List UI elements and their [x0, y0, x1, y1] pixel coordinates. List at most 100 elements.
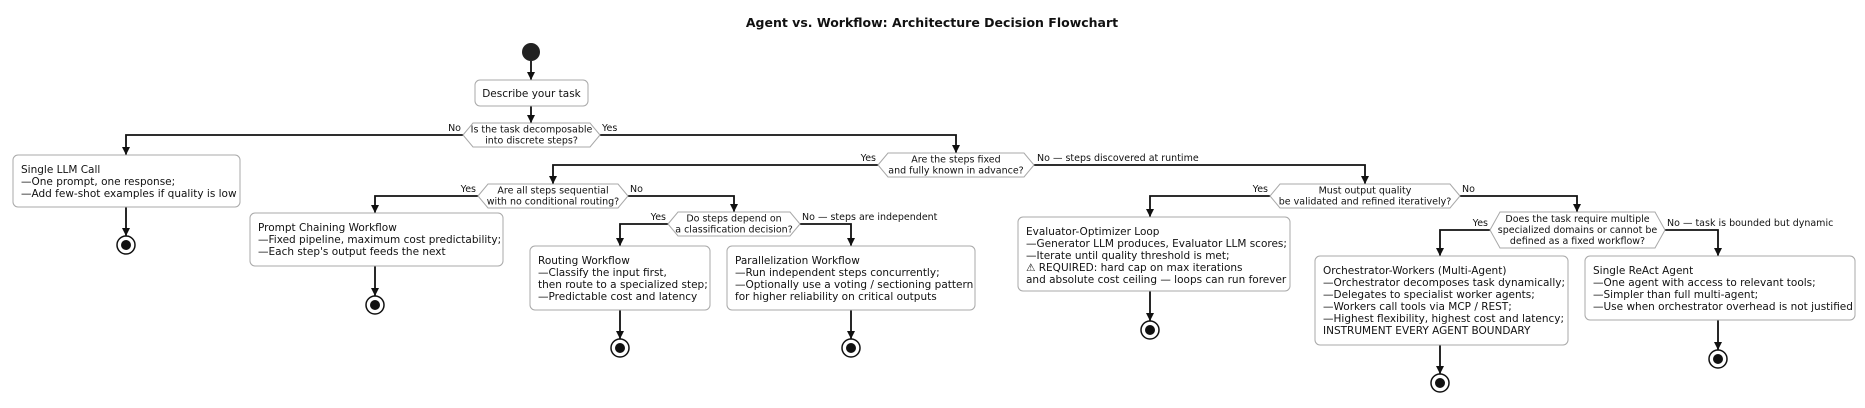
- edge-d2-yes-arrowhead: [549, 176, 557, 184]
- edge-d3-yes: [371, 195, 478, 213]
- node-evaluator-optimizer-text: Evaluator-Optimizer Loop: [1026, 226, 1160, 238]
- edge-d1-yes: [600, 134, 960, 153]
- node-describe-task: Describe your task: [474, 79, 589, 107]
- decision-multiple-domains: Does the task require multiplespecialize…: [1489, 211, 1666, 249]
- decision-decomposable-text: Is the task decomposable: [471, 125, 593, 136]
- decision-sequential-shape: [477, 183, 629, 209]
- node-routing-workflow-text: —Classify the input first,: [538, 267, 667, 279]
- decision-quality-refined-text: be validated and refined iteratively?: [1279, 197, 1452, 208]
- decision-classification-text: a classification decision?: [675, 225, 793, 236]
- node-parallelization: Parallelization Workflow—Run independent…: [726, 245, 976, 311]
- end-node-dot: [370, 300, 380, 310]
- decision-quality-refined-text: Must output quality: [1319, 186, 1412, 197]
- edge-d4-no-line: [800, 223, 852, 246]
- node-single-react-agent-text: —Use when orchestrator overhead is not j…: [1593, 301, 1853, 313]
- node-parallelization-text: —Optionally use a voting / sectioning pa…: [735, 279, 973, 291]
- edge-prompt-chain-end-arrowhead: [371, 288, 379, 296]
- edge-describe-d1: [527, 106, 535, 123]
- edge-label-d4-no: No — steps are independent: [802, 212, 938, 223]
- decision-steps-fixed-text: Are the steps fixed: [911, 155, 1000, 166]
- edge-routing-end-arrowhead: [616, 331, 624, 339]
- edge-describe-d1-arrowhead: [527, 115, 535, 123]
- node-prompt-chaining-text: —Each step's output feeds the next: [258, 246, 446, 258]
- edge-d2-yes-line: [552, 164, 878, 184]
- end-node: [841, 338, 861, 358]
- node-orchestrator-workers-text: Orchestrator-Workers (Multi-Agent): [1323, 265, 1506, 277]
- diagram-title: Agent vs. Workflow: Architecture Decisio…: [746, 15, 1118, 30]
- decision-classification-text: Do steps depend on: [686, 214, 781, 225]
- end-node: [1708, 349, 1728, 369]
- decision-sequential-text: with no conditional routing?: [487, 197, 619, 208]
- decision-multiple-domains-text: specialized domains or cannot be: [1498, 225, 1658, 236]
- node-orchestrator-workers: Orchestrator-Workers (Multi-Agent)—Orche…: [1314, 255, 1569, 346]
- node-orchestrator-workers-text: —Orchestrator decomposes task dynamicall…: [1323, 277, 1565, 289]
- end-node-dot: [121, 240, 131, 250]
- decision-multiple-domains-text: defined as a fixed workflow?: [1510, 236, 1645, 247]
- edge-label-d6-no: No — task is bounded but dynamic: [1667, 218, 1833, 229]
- edge-d3-yes-arrowhead: [371, 205, 379, 213]
- end-node: [116, 235, 136, 255]
- decision-multiple-domains-shape: [1489, 211, 1666, 249]
- edge-label-d3-yes: Yes: [460, 184, 476, 195]
- node-prompt-chaining-text: —Fixed pipeline, maximum cost predictabi…: [258, 234, 501, 246]
- edge-label-d2-no: No — steps discovered at runtime: [1037, 153, 1199, 164]
- edge-d2-yes: [549, 164, 878, 184]
- decision-multiple-domains-text: Does the task require multiple: [1505, 214, 1649, 225]
- edge-d5-yes-line: [1149, 195, 1270, 217]
- node-single-react-agent-box: [1584, 255, 1856, 321]
- edge-single-llm-end-arrowhead: [122, 228, 130, 236]
- edge-d2-no-arrowhead: [1361, 176, 1369, 184]
- edge-orchestrator-end-arrowhead: [1436, 366, 1444, 374]
- edge-d6-yes-line: [1439, 229, 1490, 256]
- decision-decomposable-shape: [462, 122, 601, 148]
- edge-label-d1-no: No: [448, 123, 461, 134]
- edges-layer: [122, 61, 1722, 374]
- node-single-react-agent-text: —One agent with access to relevant tools…: [1593, 277, 1816, 289]
- edge-d3-no-line: [628, 195, 735, 212]
- node-single-react-agent: Single ReAct Agent—One agent with access…: [1584, 255, 1856, 321]
- edge-evaluator-end: [1146, 291, 1154, 321]
- end-node-dot: [1145, 325, 1155, 335]
- edge-d3-no-arrowhead: [730, 204, 738, 212]
- edge-label-d5-yes: Yes: [1252, 184, 1268, 195]
- edge-prompt-chain-end: [371, 266, 379, 296]
- edge-d4-yes: [616, 223, 668, 246]
- node-single-llm-call-text: —One prompt, one response;: [21, 176, 175, 188]
- edge-d5-no-line: [1460, 195, 1578, 212]
- node-routing-workflow-text: then route to a specialized step;: [538, 279, 708, 291]
- edge-d3-no: [628, 195, 738, 212]
- node-evaluator-optimizer-box: [1017, 216, 1291, 292]
- end-node: [1140, 320, 1160, 340]
- node-evaluator-optimizer-text: —Generator LLM produces, Evaluator LLM s…: [1026, 238, 1287, 250]
- edge-d1-yes-arrowhead: [952, 145, 960, 153]
- decision-steps-fixed-text: and fully known in advance?: [888, 166, 1023, 177]
- edge-d5-no-arrowhead: [1573, 204, 1581, 212]
- node-evaluator-optimizer-text: ⚠ REQUIRED: hard cap on max iterations: [1026, 262, 1243, 274]
- decision-decomposable-text: into discrete steps?: [485, 136, 578, 147]
- node-prompt-chaining-box: [249, 212, 504, 267]
- edge-d6-yes: [1436, 229, 1490, 256]
- edge-d5-yes: [1146, 195, 1270, 217]
- edge-d4-yes-arrowhead: [616, 238, 624, 246]
- node-routing-workflow-text: —Predictable cost and latency: [538, 291, 697, 303]
- edge-d6-no-arrowhead: [1714, 248, 1722, 256]
- edge-label-d6-yes: Yes: [1472, 218, 1488, 229]
- node-parallelization-text: for higher reliability on critical outpu…: [735, 291, 937, 303]
- end-node-dot: [615, 343, 625, 353]
- edge-d2-no: [1034, 164, 1369, 184]
- edge-d1-no-arrowhead: [122, 147, 130, 155]
- edge-single-llm-end: [122, 207, 130, 236]
- edge-d4-no-arrowhead: [847, 238, 855, 246]
- edge-start-describe: [527, 61, 535, 80]
- edge-react-end-arrowhead: [1714, 342, 1722, 350]
- edge-d5-no: [1460, 195, 1581, 212]
- edge-orchestrator-end: [1436, 345, 1444, 374]
- node-orchestrator-workers-text: INSTRUMENT EVERY AGENT BOUNDARY: [1323, 325, 1531, 337]
- edge-start-describe-arrowhead: [527, 72, 535, 80]
- end-node: [365, 295, 385, 315]
- end-node-dot: [1435, 378, 1445, 388]
- edge-d1-no-line: [125, 134, 463, 155]
